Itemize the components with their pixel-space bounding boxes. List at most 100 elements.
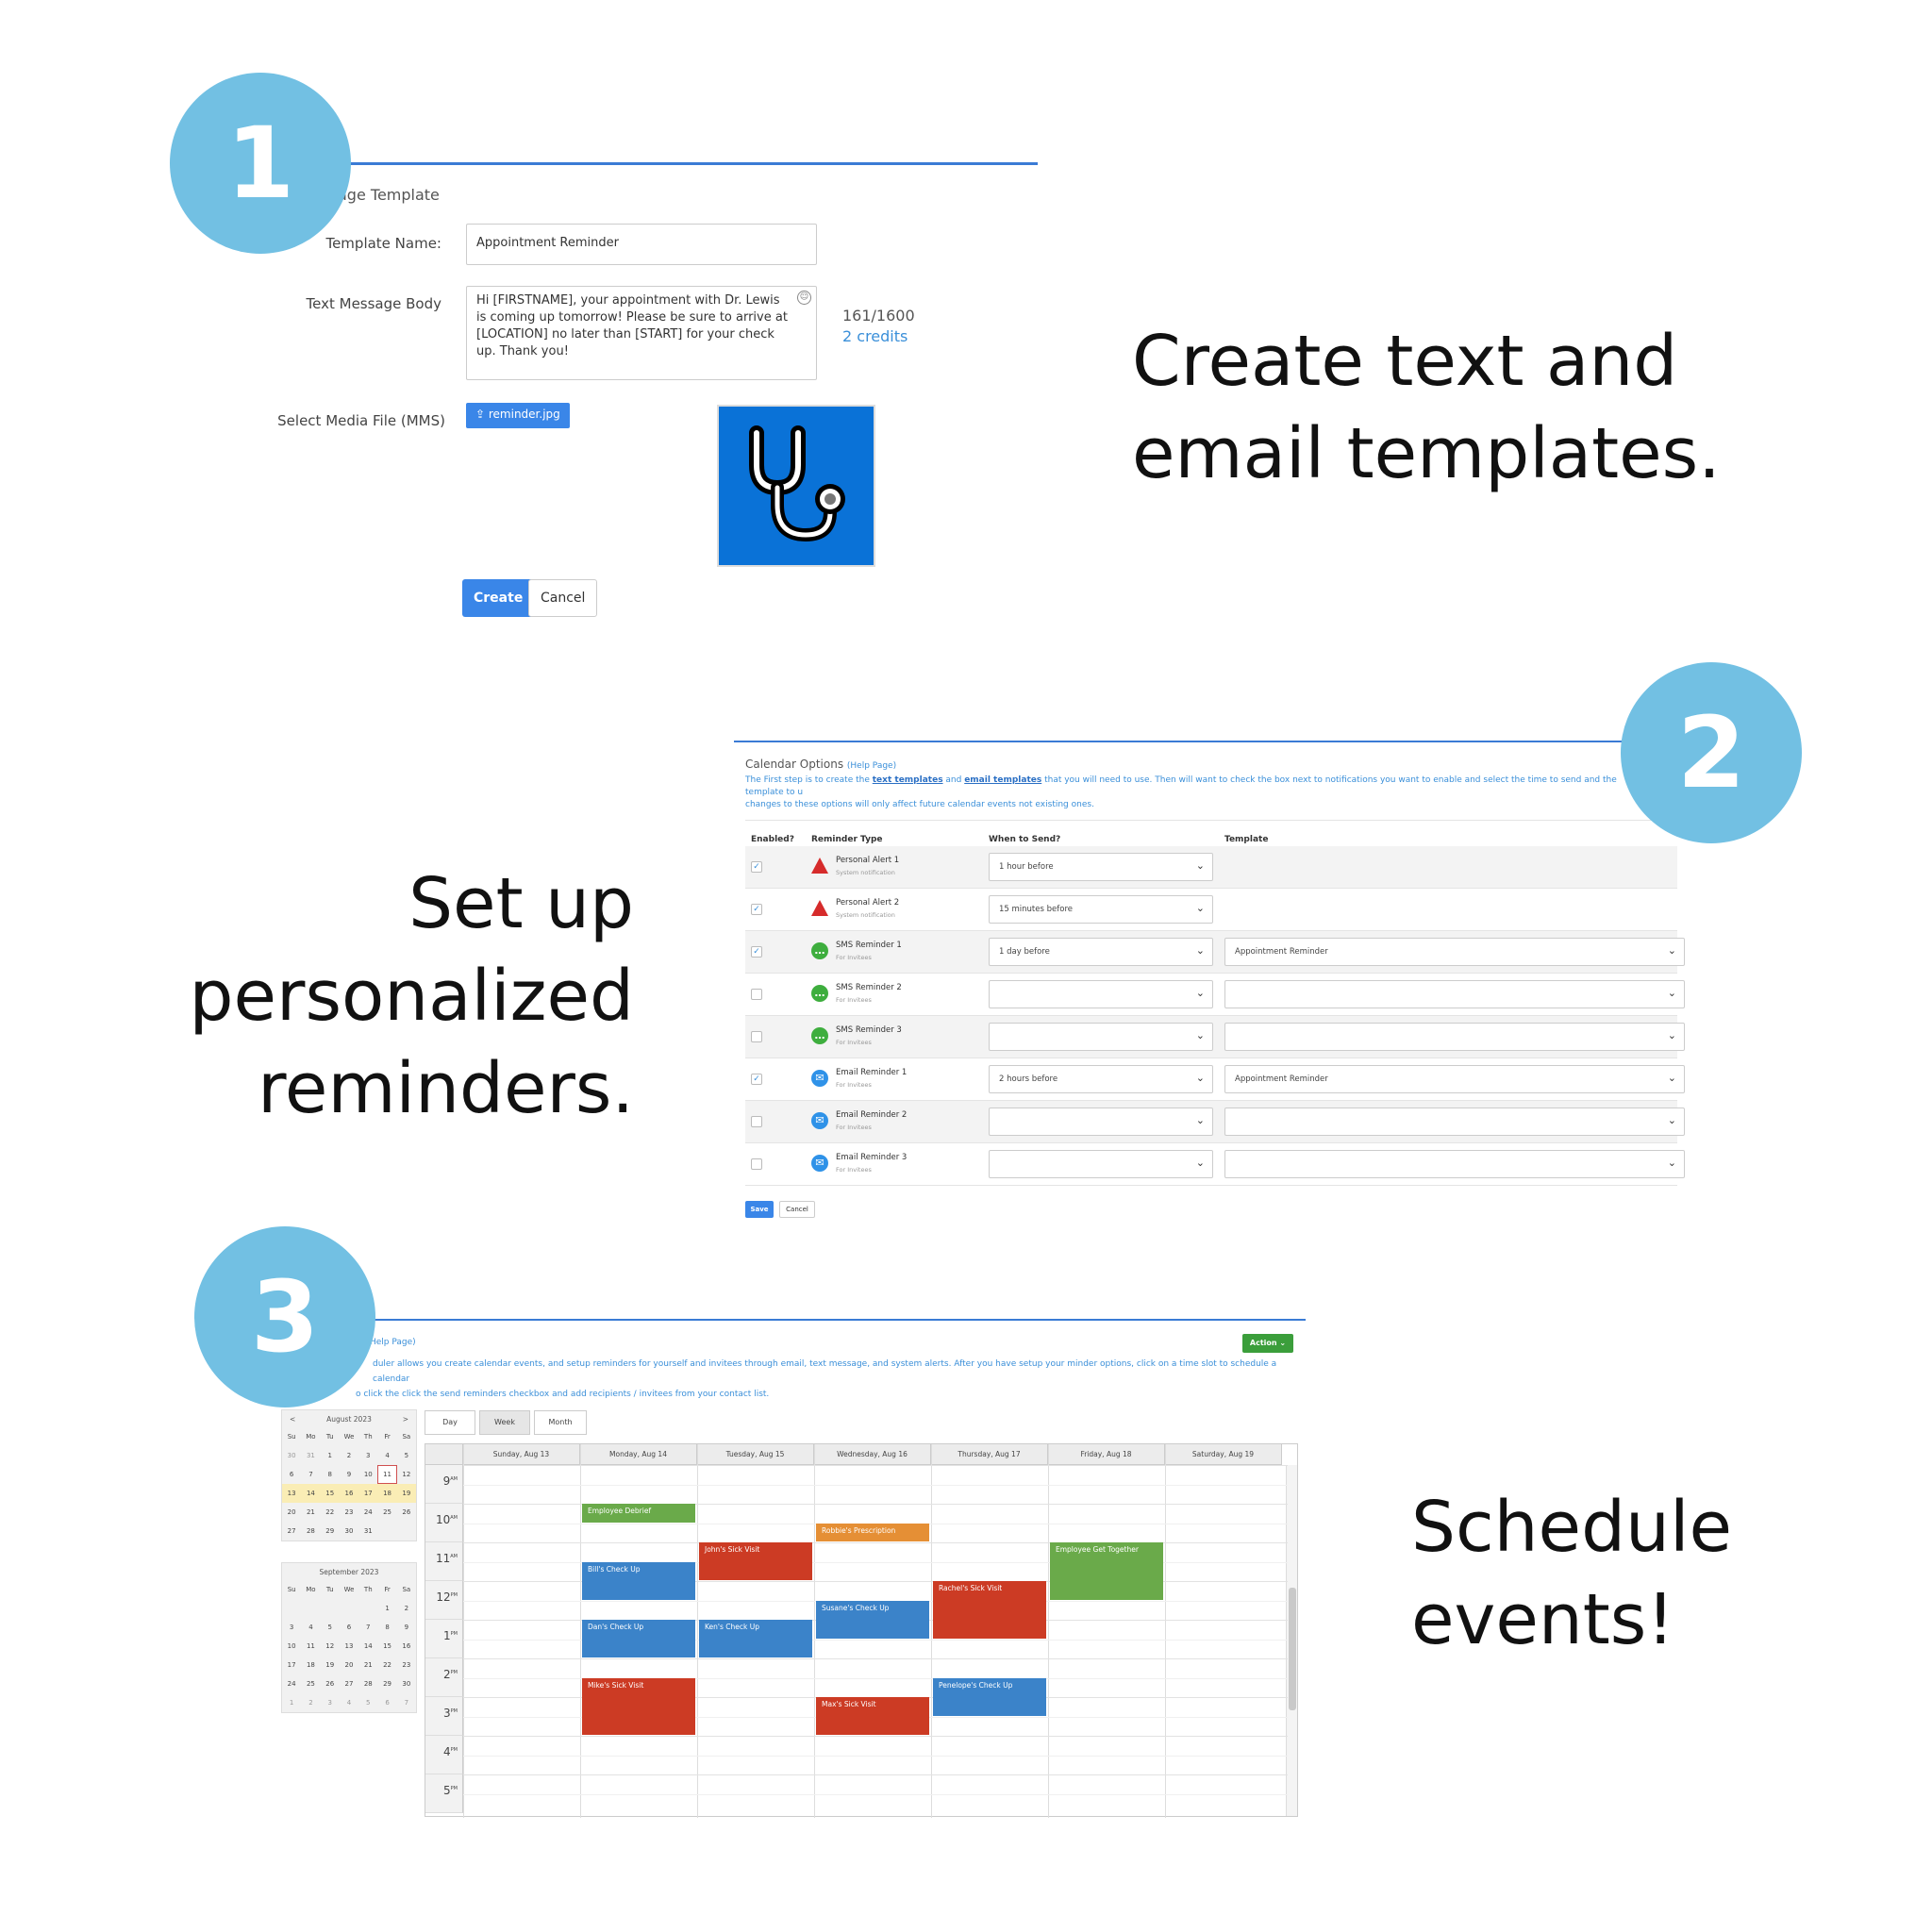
mini-calendar-day[interactable]: 10: [287, 1642, 296, 1650]
template-select[interactable]: Appointment Reminder⌄: [1224, 938, 1685, 966]
mini-calendar-day[interactable]: 30: [344, 1527, 354, 1535]
template-select[interactable]: ⌄: [1224, 1108, 1685, 1136]
mini-calendar-day[interactable]: 26: [325, 1680, 335, 1688]
tab-week[interactable]: Week: [479, 1410, 530, 1435]
when-to-send-select[interactable]: ⌄: [989, 1150, 1213, 1178]
mini-calendar-day[interactable]: 21: [306, 1508, 315, 1516]
when-to-send-select[interactable]: 2 hours before⌄: [989, 1065, 1213, 1093]
mini-calendar-day[interactable]: 24: [287, 1680, 296, 1688]
mini-calendar-day[interactable]: 23: [344, 1508, 354, 1516]
mini-calendar-day[interactable]: 20: [344, 1661, 354, 1669]
template-name-input[interactable]: Appointment Reminder: [466, 224, 817, 265]
when-to-send-select[interactable]: 1 hour before⌄: [989, 853, 1213, 881]
enabled-checkbox[interactable]: [751, 989, 762, 1000]
cancel-button[interactable]: Cancel: [779, 1201, 815, 1218]
template-select[interactable]: Appointment Reminder⌄: [1224, 1065, 1685, 1093]
tab-month[interactable]: Month: [534, 1410, 587, 1435]
mini-calendar-day[interactable]: 3: [327, 1699, 332, 1707]
mini-calendar-day[interactable]: 4: [308, 1624, 313, 1631]
mini-calendar-day[interactable]: 5: [327, 1624, 332, 1631]
mini-calendar-day[interactable]: 8: [385, 1624, 390, 1631]
emoji-icon[interactable]: ☺: [797, 291, 811, 305]
mini-calendar-day[interactable]: 17: [358, 1484, 378, 1503]
enabled-checkbox[interactable]: ✓: [751, 861, 762, 873]
mini-calendar-day[interactable]: 21: [363, 1661, 373, 1669]
mini-calendar-day[interactable]: 15: [320, 1484, 340, 1503]
mini-calendar-day[interactable]: 1: [385, 1605, 390, 1612]
mini-calendar-day[interactable]: 23: [402, 1661, 411, 1669]
mini-calendar-day[interactable]: 11: [377, 1465, 397, 1484]
enabled-checkbox[interactable]: ✓: [751, 904, 762, 915]
calendar-event[interactable]: Penelope's Check Up: [933, 1677, 1046, 1716]
mini-calendar-day[interactable]: 19: [325, 1661, 335, 1669]
calendar-event[interactable]: Susane's Check Up: [816, 1600, 929, 1639]
template-select[interactable]: ⌄: [1224, 980, 1685, 1008]
mini-calendar-day[interactable]: 16: [402, 1642, 411, 1650]
calendar-scrollbar[interactable]: [1286, 1465, 1297, 1816]
mini-calendar-day[interactable]: 10: [363, 1471, 373, 1478]
mini-calendar-day[interactable]: 30: [402, 1680, 411, 1688]
mini-calendar-day[interactable]: 6: [346, 1624, 352, 1631]
action-button[interactable]: Action ⌄: [1242, 1334, 1293, 1353]
mini-calendar-day[interactable]: 15: [383, 1642, 392, 1650]
mini-calendar-day[interactable]: 26: [402, 1508, 411, 1516]
mini-calendar-day[interactable]: 28: [363, 1680, 373, 1688]
mini-calendar-day[interactable]: 6: [385, 1699, 390, 1707]
email-templates-link[interactable]: email templates: [964, 775, 1042, 785]
mini-calendar-day[interactable]: 4: [346, 1699, 352, 1707]
text-templates-link[interactable]: text templates: [872, 775, 943, 785]
select-media-button[interactable]: ⇪ reminder.jpg: [466, 403, 570, 428]
mini-calendar-day[interactable]: 9: [404, 1624, 409, 1631]
enabled-checkbox[interactable]: [751, 1158, 762, 1170]
mini-calendar-day[interactable]: 7: [366, 1624, 371, 1631]
scrollbar-thumb[interactable]: [1289, 1588, 1296, 1710]
mini-calendar-day[interactable]: 28: [306, 1527, 315, 1535]
mini-calendar-day[interactable]: 13: [344, 1642, 354, 1650]
calendar-event[interactable]: John's Sick Visit: [699, 1542, 812, 1580]
prev-month-button[interactable]: <: [290, 1414, 296, 1424]
mini-calendar-day[interactable]: 24: [363, 1508, 373, 1516]
save-button[interactable]: Save: [745, 1201, 774, 1218]
mini-calendar-day[interactable]: 17: [287, 1661, 296, 1669]
calendar-event[interactable]: Mike's Sick Visit: [582, 1677, 695, 1735]
when-to-send-select[interactable]: ⌄: [989, 980, 1213, 1008]
mini-calendar-day[interactable]: 16: [339, 1484, 359, 1503]
create-button[interactable]: Create: [462, 579, 535, 617]
mini-calendar-day[interactable]: 18: [306, 1661, 315, 1669]
enabled-checkbox[interactable]: [751, 1031, 762, 1042]
enabled-checkbox[interactable]: ✓: [751, 1074, 762, 1085]
enabled-checkbox[interactable]: [751, 1116, 762, 1127]
mini-calendar-day[interactable]: 2: [308, 1699, 313, 1707]
next-month-button[interactable]: >: [402, 1414, 408, 1424]
mini-calendar-day[interactable]: 31: [363, 1527, 373, 1535]
mini-calendar-day[interactable]: 14: [301, 1484, 321, 1503]
tab-day[interactable]: Day: [425, 1410, 475, 1435]
mini-calendar-day[interactable]: 11: [306, 1642, 315, 1650]
mini-calendar-day[interactable]: 25: [306, 1680, 315, 1688]
mini-calendar-day[interactable]: 20: [287, 1508, 296, 1516]
mini-calendar-day[interactable]: 1: [289, 1699, 294, 1707]
mini-calendar-day[interactable]: 9: [346, 1471, 352, 1478]
mini-calendar-day[interactable]: 27: [287, 1527, 296, 1535]
mini-calendar-day[interactable]: 6: [289, 1471, 294, 1478]
calendar-event[interactable]: Dan's Check Up: [582, 1620, 695, 1657]
mini-calendar-day[interactable]: 30: [287, 1452, 296, 1459]
template-select[interactable]: ⌄: [1224, 1150, 1685, 1178]
mini-calendar-day[interactable]: 2: [404, 1605, 409, 1612]
mini-calendar-day[interactable]: 2: [346, 1452, 352, 1459]
mini-calendar-day[interactable]: 19: [396, 1484, 416, 1503]
calendar-event[interactable]: Employee Get Together: [1050, 1542, 1163, 1600]
mini-calendar-day[interactable]: 12: [325, 1642, 335, 1650]
mini-calendar-day[interactable]: 4: [385, 1452, 390, 1459]
mini-calendar-day[interactable]: 18: [377, 1484, 397, 1503]
mini-calendar-day[interactable]: 3: [289, 1624, 294, 1631]
calendar-event[interactable]: Max's Sick Visit: [816, 1697, 929, 1735]
mini-calendar-day[interactable]: 5: [404, 1452, 409, 1459]
when-to-send-select[interactable]: ⌄: [989, 1108, 1213, 1136]
mini-calendar-day[interactable]: 1: [327, 1452, 332, 1459]
cancel-button[interactable]: Cancel: [528, 579, 598, 617]
when-to-send-select[interactable]: 1 day before⌄: [989, 938, 1213, 966]
mini-calendar-day[interactable]: 25: [383, 1508, 392, 1516]
mini-calendar-day[interactable]: 27: [344, 1680, 354, 1688]
help-page-link[interactable]: (Help Page): [846, 761, 897, 771]
